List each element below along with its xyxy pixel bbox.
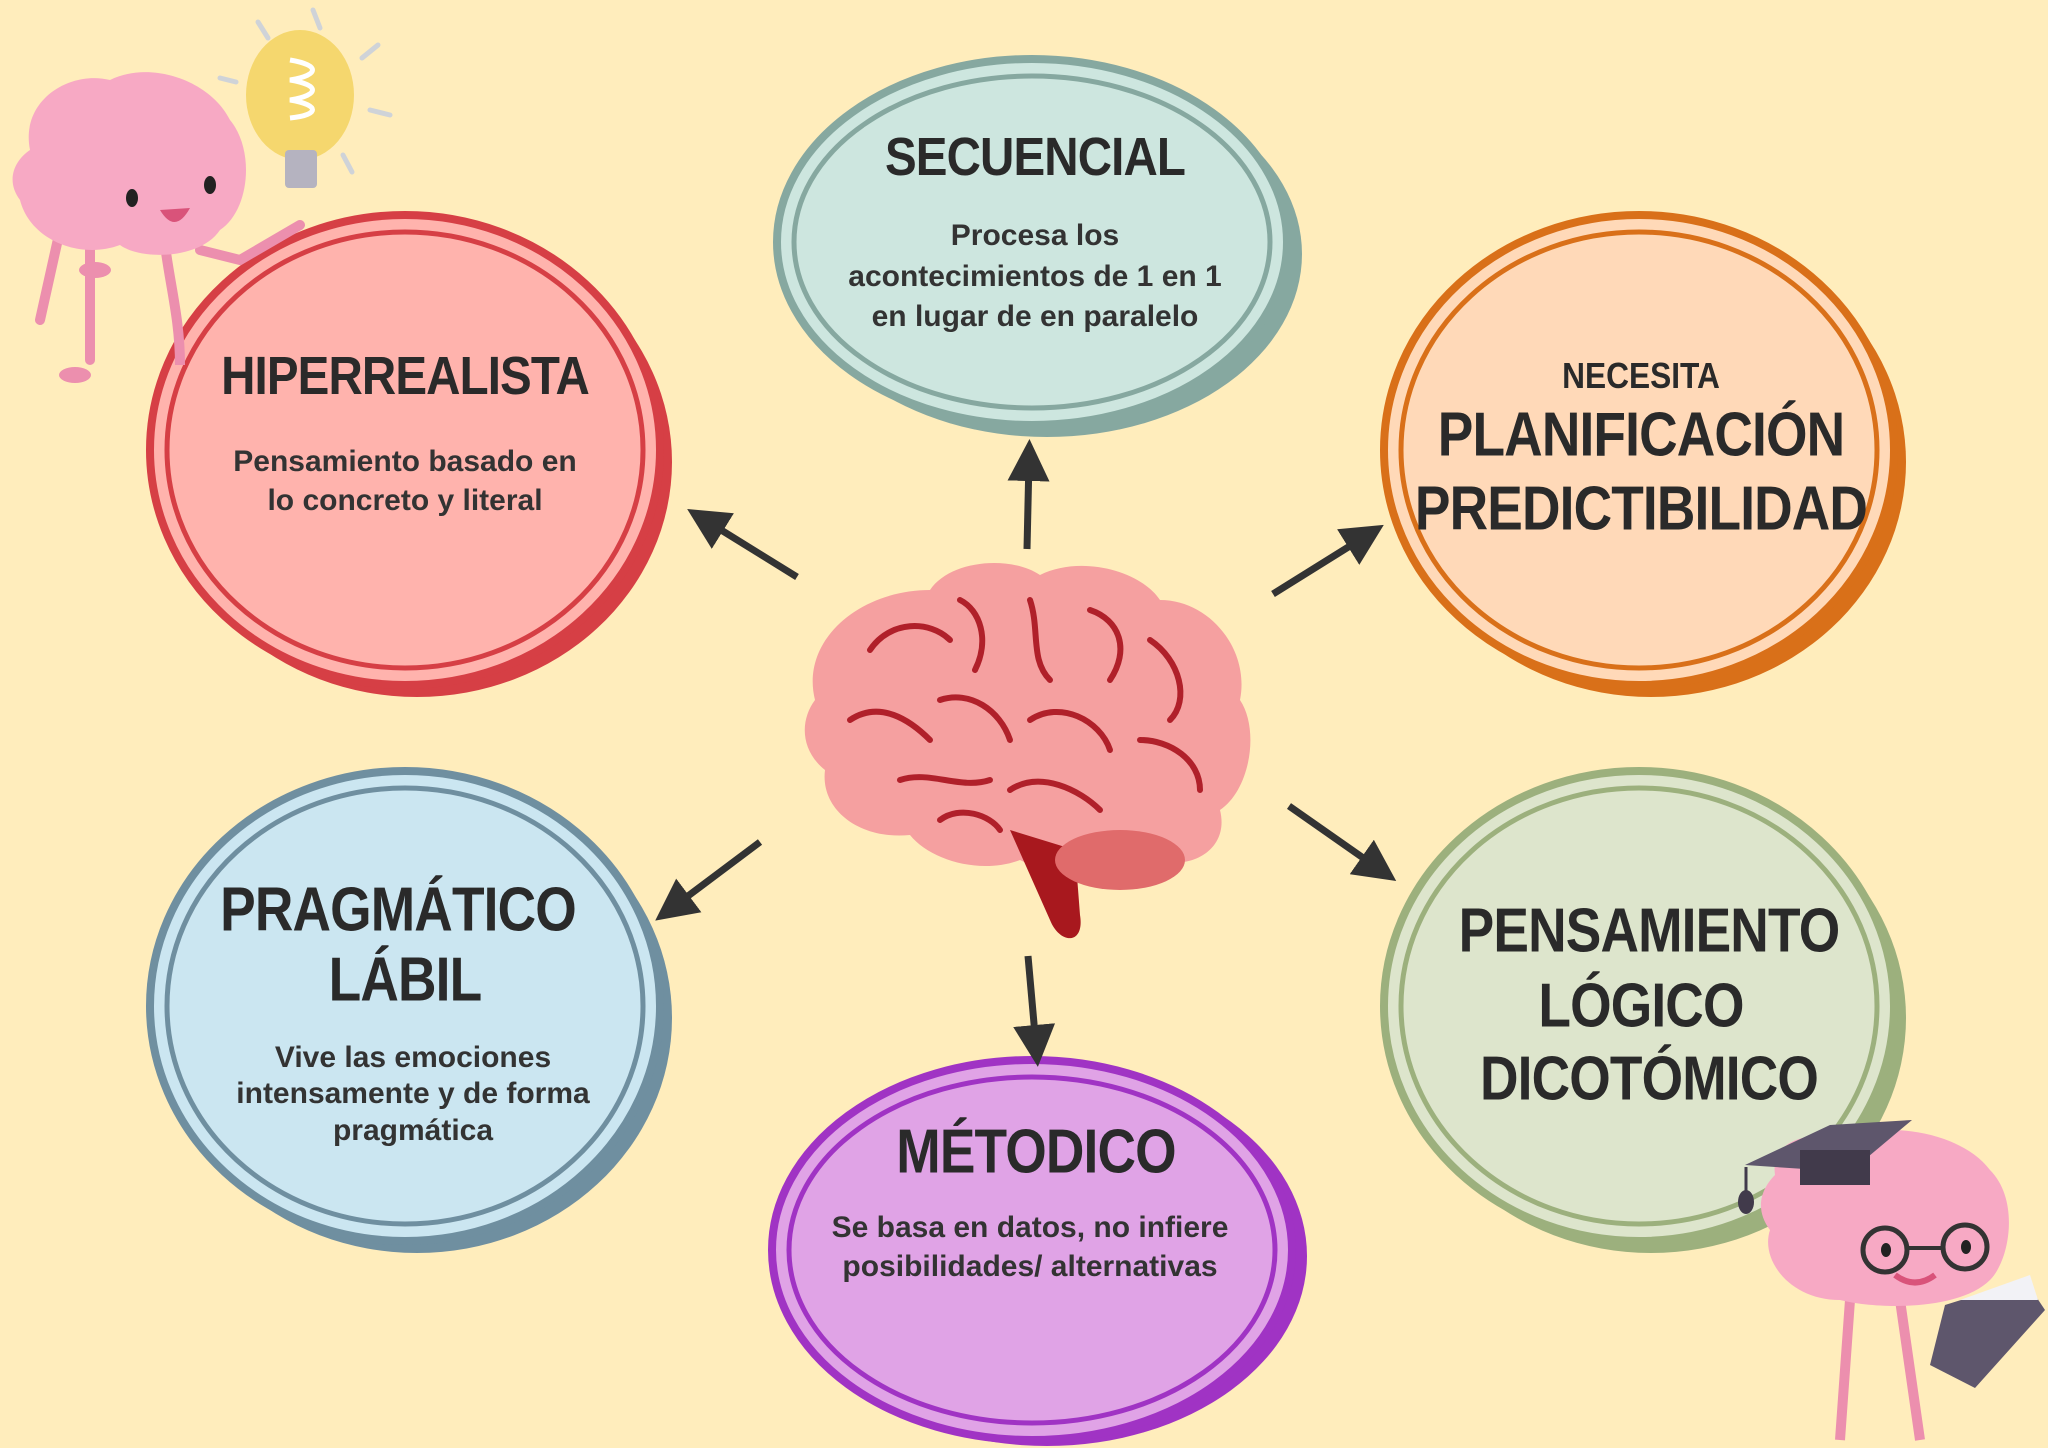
metodico-line-1: Se basa en datos, no infiere [831, 1211, 1229, 1244]
logico-title-1: PENSAMIENTO [1458, 896, 1840, 966]
arrow-to-secuencial [1007, 439, 1050, 550]
secuencial-line-1: Procesa los [950, 219, 1120, 252]
secuencial-title: SECUENCIAL [884, 127, 1186, 187]
hiperrealista-title: HIPERREALISTA [221, 346, 590, 406]
arrow-to-logico [1286, 803, 1397, 882]
node-secuencial-shape [773, 55, 1302, 437]
secuencial-line-3: en lugar de en paralelo [871, 300, 1199, 333]
pragmatico-line-1: Vive las emociones [274, 1041, 552, 1074]
logico-title-2: LÓGICO [1538, 971, 1744, 1041]
hiperrealista-line-1: Pensamiento basado en [233, 445, 577, 478]
secuencial-line-2: acontecimientos de 1 en 1 [848, 260, 1222, 293]
node-planificacion-shape [1380, 211, 1906, 697]
node-logico-shape [1380, 767, 1906, 1253]
light-bulb-icon [217, 7, 393, 188]
arrow-to-planificacion [1271, 524, 1384, 597]
node-metodico-shape [768, 1056, 1307, 1446]
brain-mascot-graduate [1738, 1120, 2045, 1441]
brain-mascot-thinking [12, 72, 305, 383]
arrow-to-hiperrealista [687, 508, 799, 580]
pragmatico-title-2: LÁBIL [328, 945, 483, 1015]
planificacion-title-1: PLANIFICACIÓN [1437, 400, 1845, 470]
pragmatico-line-3: pragmática [332, 1114, 494, 1147]
metodico-title: MÉTODICO [896, 1117, 1176, 1187]
node-pragmatico-shape [146, 767, 672, 1253]
hiperrealista-line-2: lo concreto y literal [267, 484, 543, 517]
metodico-line-2: posibilidades/ alternativas [842, 1250, 1218, 1283]
arrow-to-pragmatico [655, 839, 763, 921]
planificacion-title-2: PREDICTIBILIDAD [1414, 474, 1868, 544]
arrow-to-metodico [1013, 955, 1056, 1067]
pragmatico-line-2: intensamente y de forma [236, 1077, 590, 1110]
logico-title-3: DICOTÓMICO [1480, 1044, 1819, 1114]
pragmatico-title-1: PRAGMÁTICO [220, 875, 577, 945]
central-brain-illustration [804, 563, 1251, 939]
planificacion-pre: NECESITA [1562, 355, 1720, 396]
node-hiperrealista-shape [146, 211, 672, 697]
arrows [655, 439, 1397, 1067]
